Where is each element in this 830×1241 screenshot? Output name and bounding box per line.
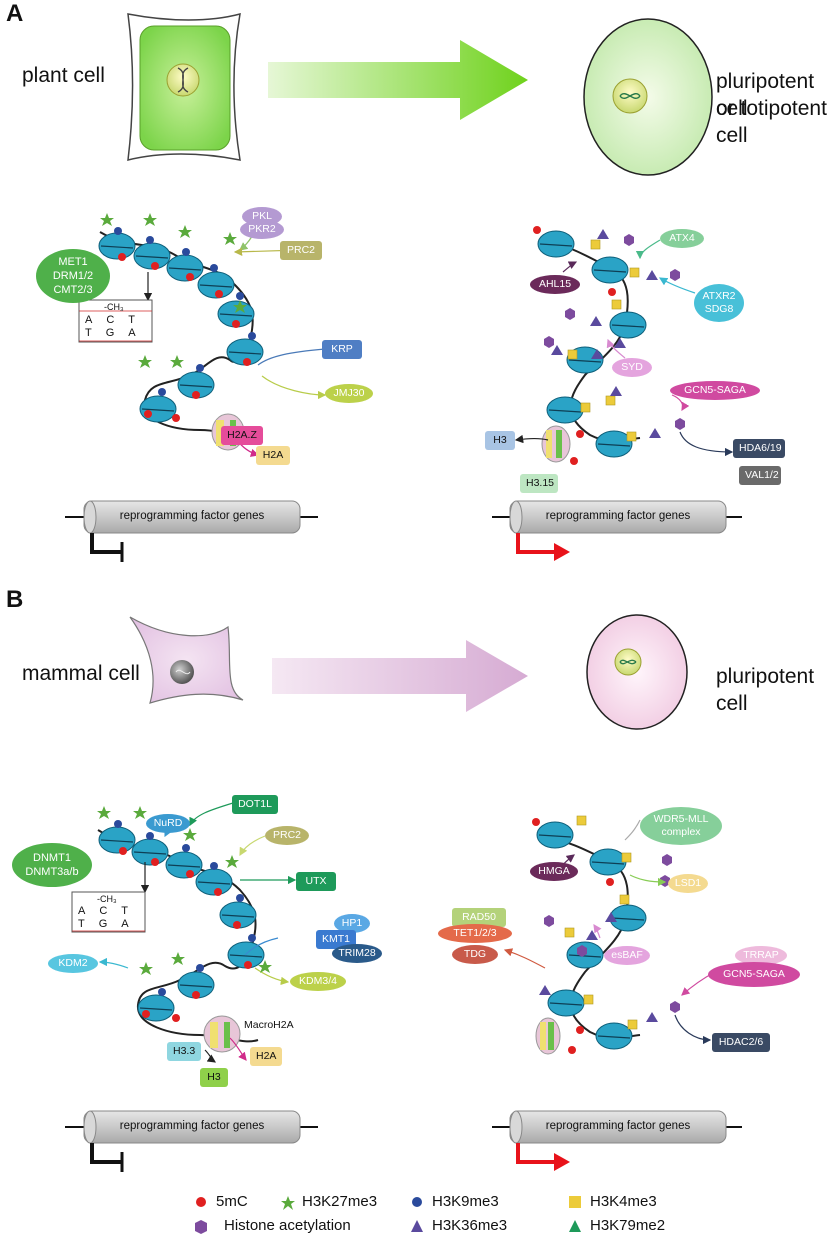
blue-dot-icon	[410, 1195, 424, 1209]
panel-b-right-chromatin	[532, 815, 680, 1055]
gcn5-saga-tag-a: GCN5-SAGA	[670, 381, 760, 400]
legend-h3k79me2: H3K79me2	[568, 1217, 665, 1234]
hp1-tag: HP1	[334, 914, 370, 933]
rad50-tag: RAD50	[452, 908, 506, 927]
mammal-cell-drawing	[129, 616, 244, 704]
mammal-transition-arrow	[272, 640, 528, 712]
purple-triangle-icon	[410, 1219, 424, 1233]
pluripotent-cell-label-line2: or totipotent cell	[716, 97, 827, 147]
mammal-pluripotent-cell-drawing	[586, 614, 688, 730]
panel-a-right-chromatin	[533, 226, 685, 465]
dot1l-tag: DOT1L	[232, 795, 278, 814]
panel-a-left-chromatin	[98, 227, 264, 451]
pluripotent-cell-label-line1: pluripotent cell	[716, 70, 815, 120]
legend-h3k4me3: H3K4me3	[568, 1193, 657, 1210]
gene-label-a-right: reprogramming factor genes	[545, 510, 691, 522]
h2a-tag-b: H2A	[250, 1047, 282, 1066]
tet-tag: TET1/2/3	[438, 924, 512, 943]
atxr2-tag: ATXR2 SDG8	[694, 284, 744, 322]
prc2-tag-b: PRC2	[265, 826, 309, 845]
green-star-icon	[280, 1195, 295, 1210]
h2a-tag-a: H2A	[256, 446, 290, 465]
h3k27me3-marks	[97, 213, 272, 975]
atx4-tag: ATX4	[660, 229, 704, 248]
prc2-tag-a: PRC2	[280, 241, 322, 260]
wdr5-mll-tag: WDR5-MLL complex	[640, 807, 722, 845]
val1-2-tag: VAL1/2	[739, 466, 781, 485]
mammal-pluripotent-cell-label: pluripotent cell	[716, 665, 815, 715]
legend-h3k9me3: H3K9me3	[410, 1193, 499, 1210]
ahl15-tag: AHL15	[530, 275, 580, 294]
methyl-group-label-a: -CH₃	[104, 302, 124, 312]
pkr2-tag: PKR2	[240, 220, 284, 239]
plant-cell-drawing	[127, 12, 241, 161]
panel-b-left-chromatin	[97, 820, 265, 1053]
gene-b-right	[492, 1110, 742, 1171]
legend-histone-acetylation: Histone acetylation	[194, 1217, 351, 1234]
purple-hexagon-icon	[194, 1219, 208, 1234]
legend-h3k27me3: H3K27me3	[280, 1193, 377, 1210]
legend-5mc: 5mC	[194, 1193, 248, 1210]
h3-tag-a: H3	[485, 431, 515, 450]
syd-tag: SYD	[612, 358, 652, 377]
gene-label-b-left: reprogramming factor genes	[119, 1120, 265, 1132]
krp-tag: KRP	[322, 340, 362, 359]
plant-pluripotent-cell-drawing	[583, 18, 713, 176]
dna-methyltransferase-complex-a: MET1 DRM1/2 CMT2/3	[36, 249, 110, 303]
seq-top-b: ACT	[78, 905, 143, 917]
seq-top-a: ACT	[85, 314, 150, 326]
esbaf-tag: esBAF	[604, 946, 650, 965]
mammal-cell-label: mammal cell	[22, 662, 140, 685]
panel-b-letter: B	[6, 586, 24, 613]
panel-a-letter: A	[6, 0, 24, 27]
gene-a-left	[65, 500, 318, 562]
h315-tag: H3.15	[520, 474, 558, 493]
hda6-19-tag: HDA6/19	[733, 439, 785, 458]
kdm34-tag: KDM3/4	[290, 972, 346, 991]
tdg-tag: TDG	[452, 945, 498, 964]
yellow-square-icon	[568, 1195, 582, 1209]
hmga-tag: HMGA	[530, 862, 578, 881]
seq-bottom-b: TGA	[78, 918, 143, 930]
gene-a-right	[492, 500, 742, 561]
macroh2a-label: MacroH2A	[244, 1019, 294, 1031]
gene-label-a-left: reprogramming factor genes	[119, 510, 265, 522]
jmj30-tag: JMJ30	[325, 384, 373, 403]
lsd1-tag: LSD1	[668, 874, 708, 893]
hdac2-6-tag: HDAC2/6	[712, 1033, 770, 1052]
gcn5-saga-tag-b: GCN5-SAGA	[708, 962, 800, 987]
seq-bottom-a: TGA	[85, 327, 150, 339]
red-dot-icon	[194, 1195, 208, 1209]
legend-h3k36me3: H3K36me3	[410, 1217, 507, 1234]
dna-methyltransferase-complex-b: DNMT1 DNMT3a/b	[12, 843, 92, 887]
methyl-group-label-b: -CH₃	[97, 894, 117, 904]
h2az-tag: H2A.Z	[221, 426, 263, 445]
utx-tag: UTX	[296, 872, 336, 891]
h3-tag-b: H3	[200, 1068, 228, 1087]
gene-b-left	[65, 1110, 318, 1172]
h33-tag: H3.3	[167, 1042, 201, 1061]
plant-cell-label: plant cell	[22, 64, 105, 87]
gene-label-b-right: reprogramming factor genes	[545, 1120, 691, 1132]
trim28-tag: TRIM28	[332, 944, 382, 963]
kdm2-tag: KDM2	[48, 954, 98, 973]
trrap-tag: TRRAP	[735, 946, 787, 965]
nurd-tag: NuRD	[146, 814, 190, 833]
green-triangle-icon	[568, 1219, 582, 1233]
plant-transition-arrow	[268, 40, 528, 120]
